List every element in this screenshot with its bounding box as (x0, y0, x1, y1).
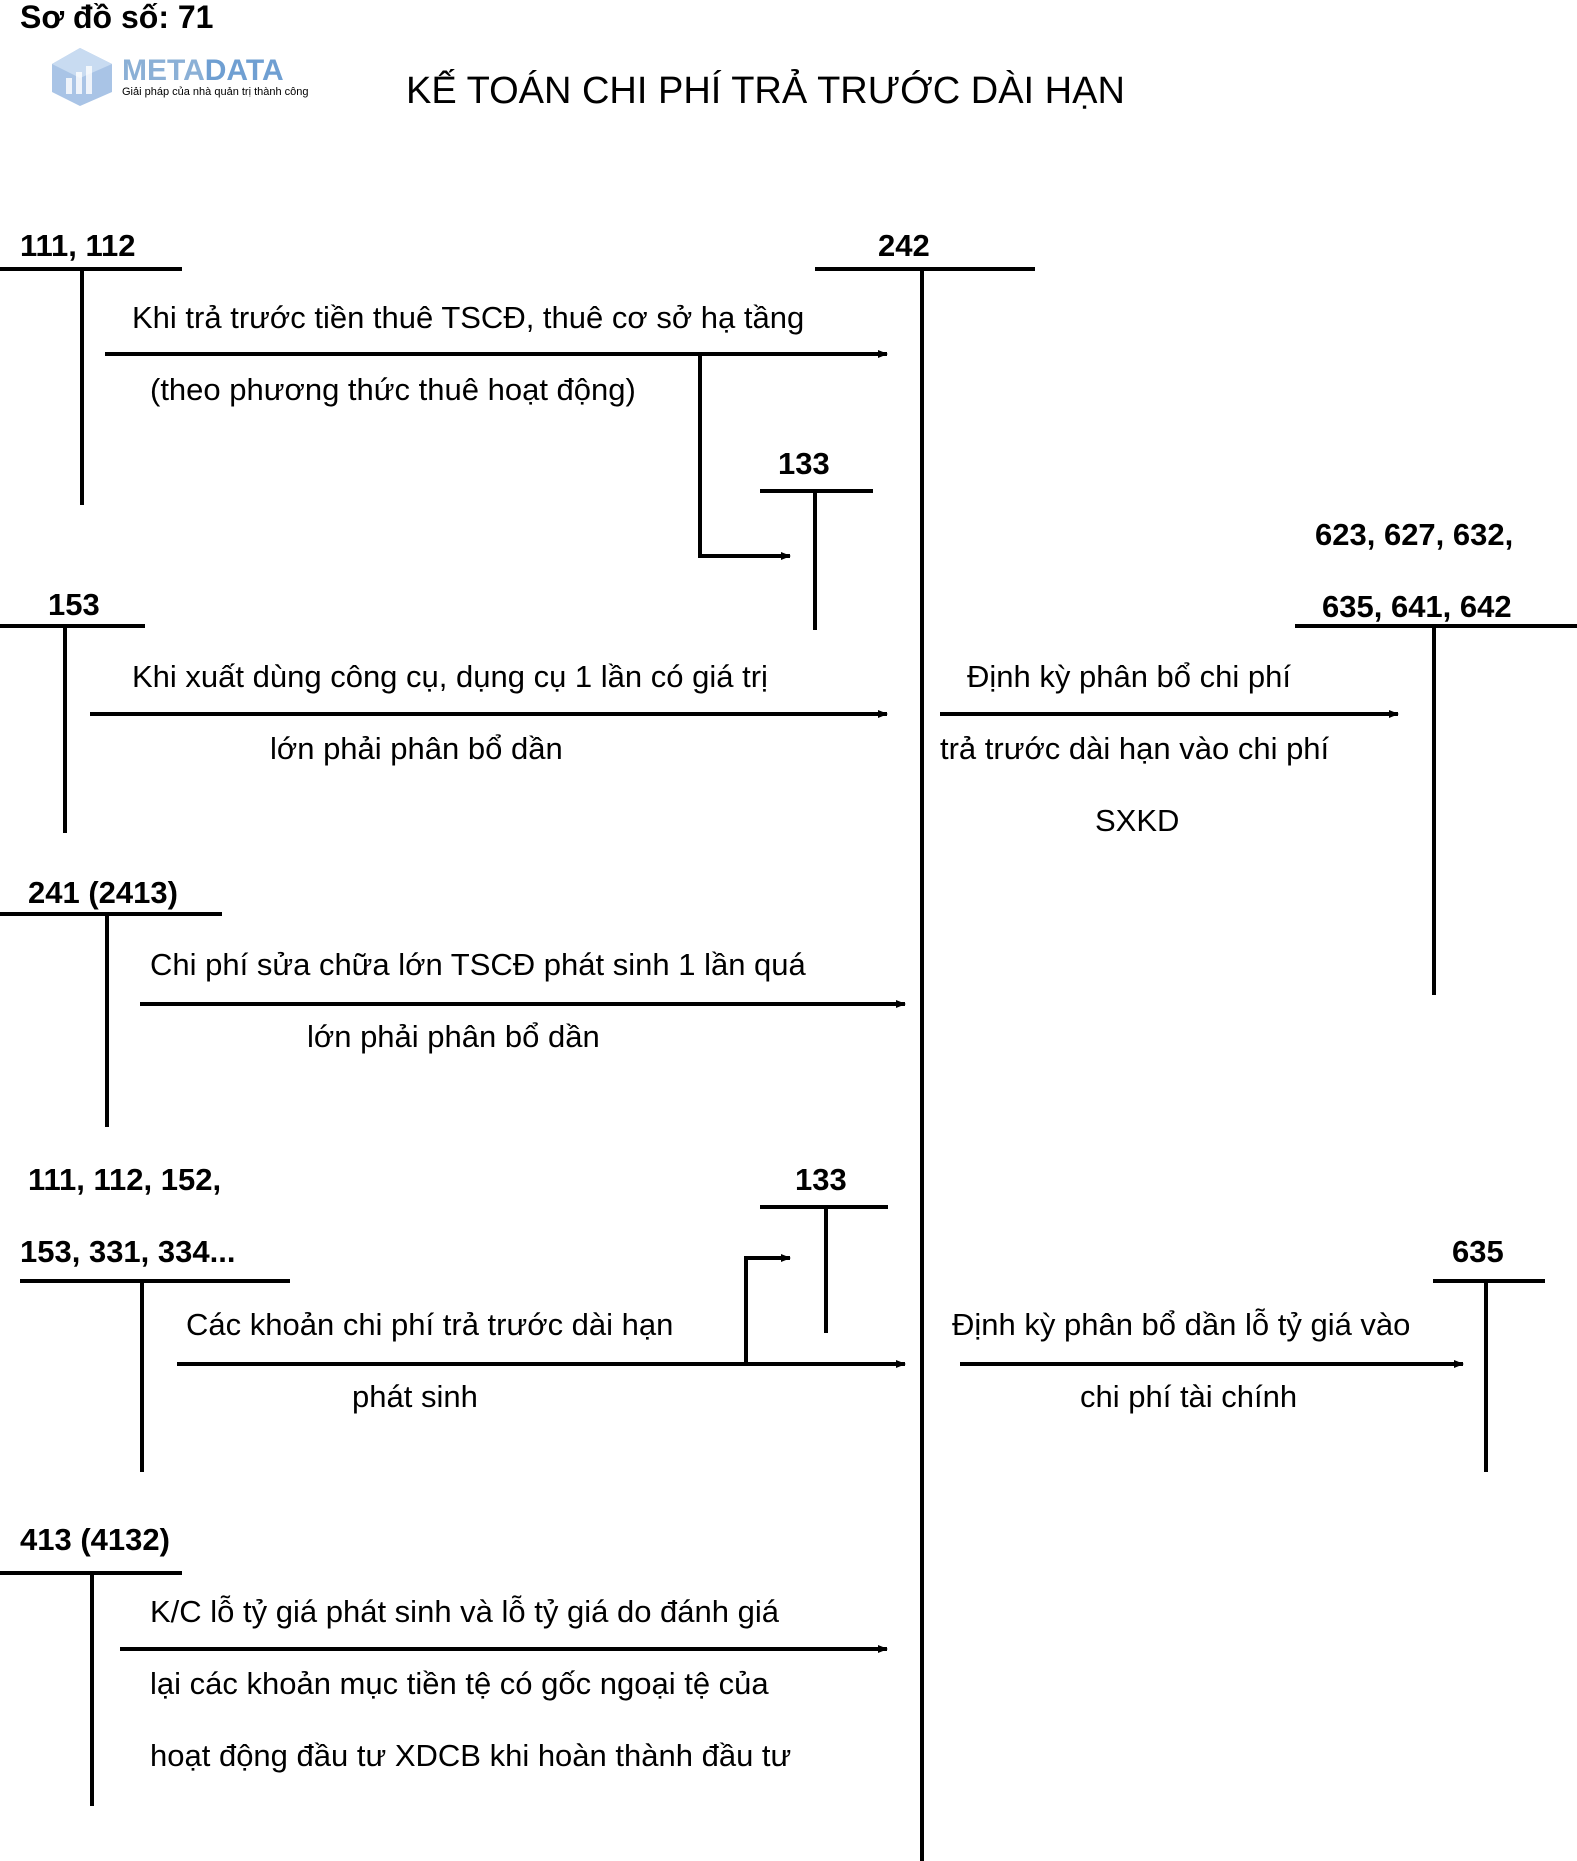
entry-prepaid-rent: Khi trả trước tiền thuê TSCĐ, thuê cơ sở… (105, 300, 888, 560)
t-account-153: 153 (0, 587, 145, 833)
entry-text: Định kỳ phân bổ dần lỗ tỷ giá vào (952, 1307, 1410, 1342)
entry-prepaid-expenses: Các khoản chi phí trả trước dài hạn phát… (177, 1254, 906, 1414)
entry-text: SXKD (1095, 803, 1179, 838)
account-label: 153 (48, 587, 100, 622)
t-account-111-112-152: 111, 112, 152, 153, 331, 334... (20, 1162, 290, 1472)
entry-tools-issue: Khi xuất dùng công cụ, dụng cụ 1 lần có … (90, 659, 888, 766)
t-account-241-2413: 241 (2413) (0, 875, 222, 1127)
diagram-number: Sơ đồ số: 71 (20, 0, 213, 35)
entry-text: lại các khoản mục tiền tệ có gốc ngoại t… (150, 1666, 769, 1701)
account-label: 623, 627, 632, (1315, 517, 1513, 552)
t-account-413-4132: 413 (4132) (0, 1522, 182, 1806)
entry-text: K/C lỗ tỷ giá phát sinh và lỗ tỷ giá do … (150, 1594, 780, 1629)
t-account-635: 635 (1433, 1234, 1545, 1472)
entry-fx-loss-allocation: Định kỳ phân bổ dần lỗ tỷ giá vào chi ph… (952, 1307, 1464, 1414)
entry-text: trả trước dài hạn vào chi phí (940, 731, 1330, 766)
entry-text: lớn phải phân bổ dần (307, 1019, 600, 1054)
entry-periodic-allocation: Định kỳ phân bổ chi phí trả trước dài hạ… (940, 659, 1399, 838)
account-label: 242 (878, 228, 930, 263)
metadata-logo: METADATA Giải pháp của nhà quản trị thàn… (52, 48, 309, 106)
t-account-133-top: 133 (760, 446, 873, 630)
entry-text: chi phí tài chính (1080, 1379, 1297, 1414)
entry-text: Khi trả trước tiền thuê TSCĐ, thuê cơ sở… (132, 300, 804, 335)
logo-tagline: Giải pháp của nhà quản trị thành công (122, 86, 309, 98)
account-label: 111, 112, 152, (28, 1162, 221, 1197)
entry-text: Khi xuất dùng công cụ, dụng cụ 1 lần có … (132, 659, 768, 694)
entry-text: Chi phí sửa chữa lớn TSCĐ phát sinh 1 lầ… (150, 947, 807, 982)
svg-text:METADATA: METADATA (122, 54, 284, 87)
account-label: 111, 112 (20, 228, 136, 263)
logo-brand-data: DATA (205, 54, 284, 87)
account-label: 153, 331, 334... (20, 1234, 235, 1269)
t-account-623-627-632: 623, 627, 632, 635, 641, 642 (1295, 517, 1577, 995)
diagram-title: KẾ TOÁN CHI PHÍ TRẢ TRƯỚC DÀI HẠN (406, 68, 1125, 112)
t-account-242: 242 (815, 228, 1035, 1861)
entry-text: (theo phương thức thuê hoạt động) (150, 372, 636, 407)
entry-major-repair: Chi phí sửa chữa lớn TSCĐ phát sinh 1 lầ… (140, 947, 906, 1054)
account-label: 635, 641, 642 (1322, 589, 1512, 624)
account-label: 241 (2413) (28, 875, 178, 910)
account-label: 133 (795, 1162, 847, 1197)
entry-text: lớn phải phân bổ dần (270, 731, 563, 766)
entry-text: hoạt động đầu tư XDCB khi hoàn thành đầu… (150, 1738, 791, 1773)
account-label: 413 (4132) (20, 1522, 170, 1557)
logo-brand-meta: META (122, 54, 205, 87)
entry-fx-loss-transfer: K/C lỗ tỷ giá phát sinh và lỗ tỷ giá do … (120, 1594, 888, 1773)
entry-text: Định kỳ phân bổ chi phí (967, 659, 1291, 694)
t-account-111-112: 111, 112 (0, 228, 182, 505)
account-label: 635 (1452, 1234, 1504, 1269)
account-label: 133 (778, 446, 830, 481)
entry-text: Các khoản chi phí trả trước dài hạn (186, 1307, 673, 1342)
logo-cube-icon (52, 48, 112, 106)
entry-text: phát sinh (352, 1379, 478, 1414)
t-account-133-bottom: 133 (760, 1162, 888, 1333)
